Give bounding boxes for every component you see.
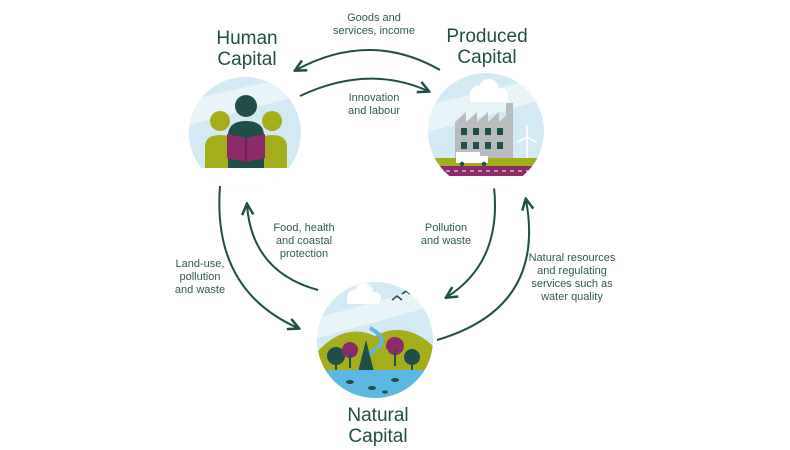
node-title-human-capital: Human Capital xyxy=(187,28,307,70)
flow-label-line: water quality xyxy=(541,291,603,303)
node-title-produced-capital: Produced Capital xyxy=(427,26,547,68)
node-title-line: Human xyxy=(216,28,278,49)
arrow-goods xyxy=(296,49,441,70)
flow-label-line: Land-use, xyxy=(175,258,225,270)
flow-label-pollution: Pollution and waste xyxy=(408,222,484,248)
natural-capital-illustration xyxy=(317,282,433,398)
flow-label-line: Innovation xyxy=(348,92,400,104)
flow-label-innovation: Innovation and labour xyxy=(334,92,414,118)
flow-label-line: and labour xyxy=(348,105,400,117)
flow-label-line: Pollution xyxy=(424,222,468,234)
arrow-resources xyxy=(436,200,529,341)
flow-label-line: and coastal xyxy=(275,235,333,247)
arrow-landuse xyxy=(218,185,298,328)
flow-label-line: pollution xyxy=(179,271,221,283)
flow-label-line: services, income xyxy=(333,25,415,37)
flow-label-line: Food, health xyxy=(273,222,335,234)
flow-label-line: and regulating xyxy=(537,265,607,277)
arrow-pollution xyxy=(447,186,496,297)
arrow-food xyxy=(247,205,319,291)
flow-label-landuse: Land-use, pollution and waste xyxy=(160,258,240,297)
flow-label-resources: Natural resources and regulating service… xyxy=(520,252,624,304)
flow-label-food: Food, health and coastal protection xyxy=(264,222,344,261)
flow-label-line: protection xyxy=(279,248,329,260)
flow-label-goods: Goods and services, income xyxy=(320,12,428,38)
node-title-line: Natural xyxy=(347,405,409,426)
flow-label-line: Natural resources xyxy=(528,252,616,264)
node-title-line: Capital xyxy=(217,49,277,70)
node-title-line: Capital xyxy=(348,426,408,447)
node-title-line: Produced xyxy=(446,26,528,47)
arrow-innovation xyxy=(299,77,428,97)
flow-label-line: Goods and xyxy=(347,12,401,24)
produced-capital-illustration xyxy=(428,73,544,189)
flow-label-line: and waste xyxy=(174,284,226,296)
flow-label-line: services such as xyxy=(531,278,613,290)
node-title-natural-capital: Natural Capital xyxy=(318,405,438,447)
human-capital-illustration xyxy=(189,77,301,189)
node-title-line: Capital xyxy=(457,47,517,68)
flow-label-line: and waste xyxy=(420,235,472,247)
